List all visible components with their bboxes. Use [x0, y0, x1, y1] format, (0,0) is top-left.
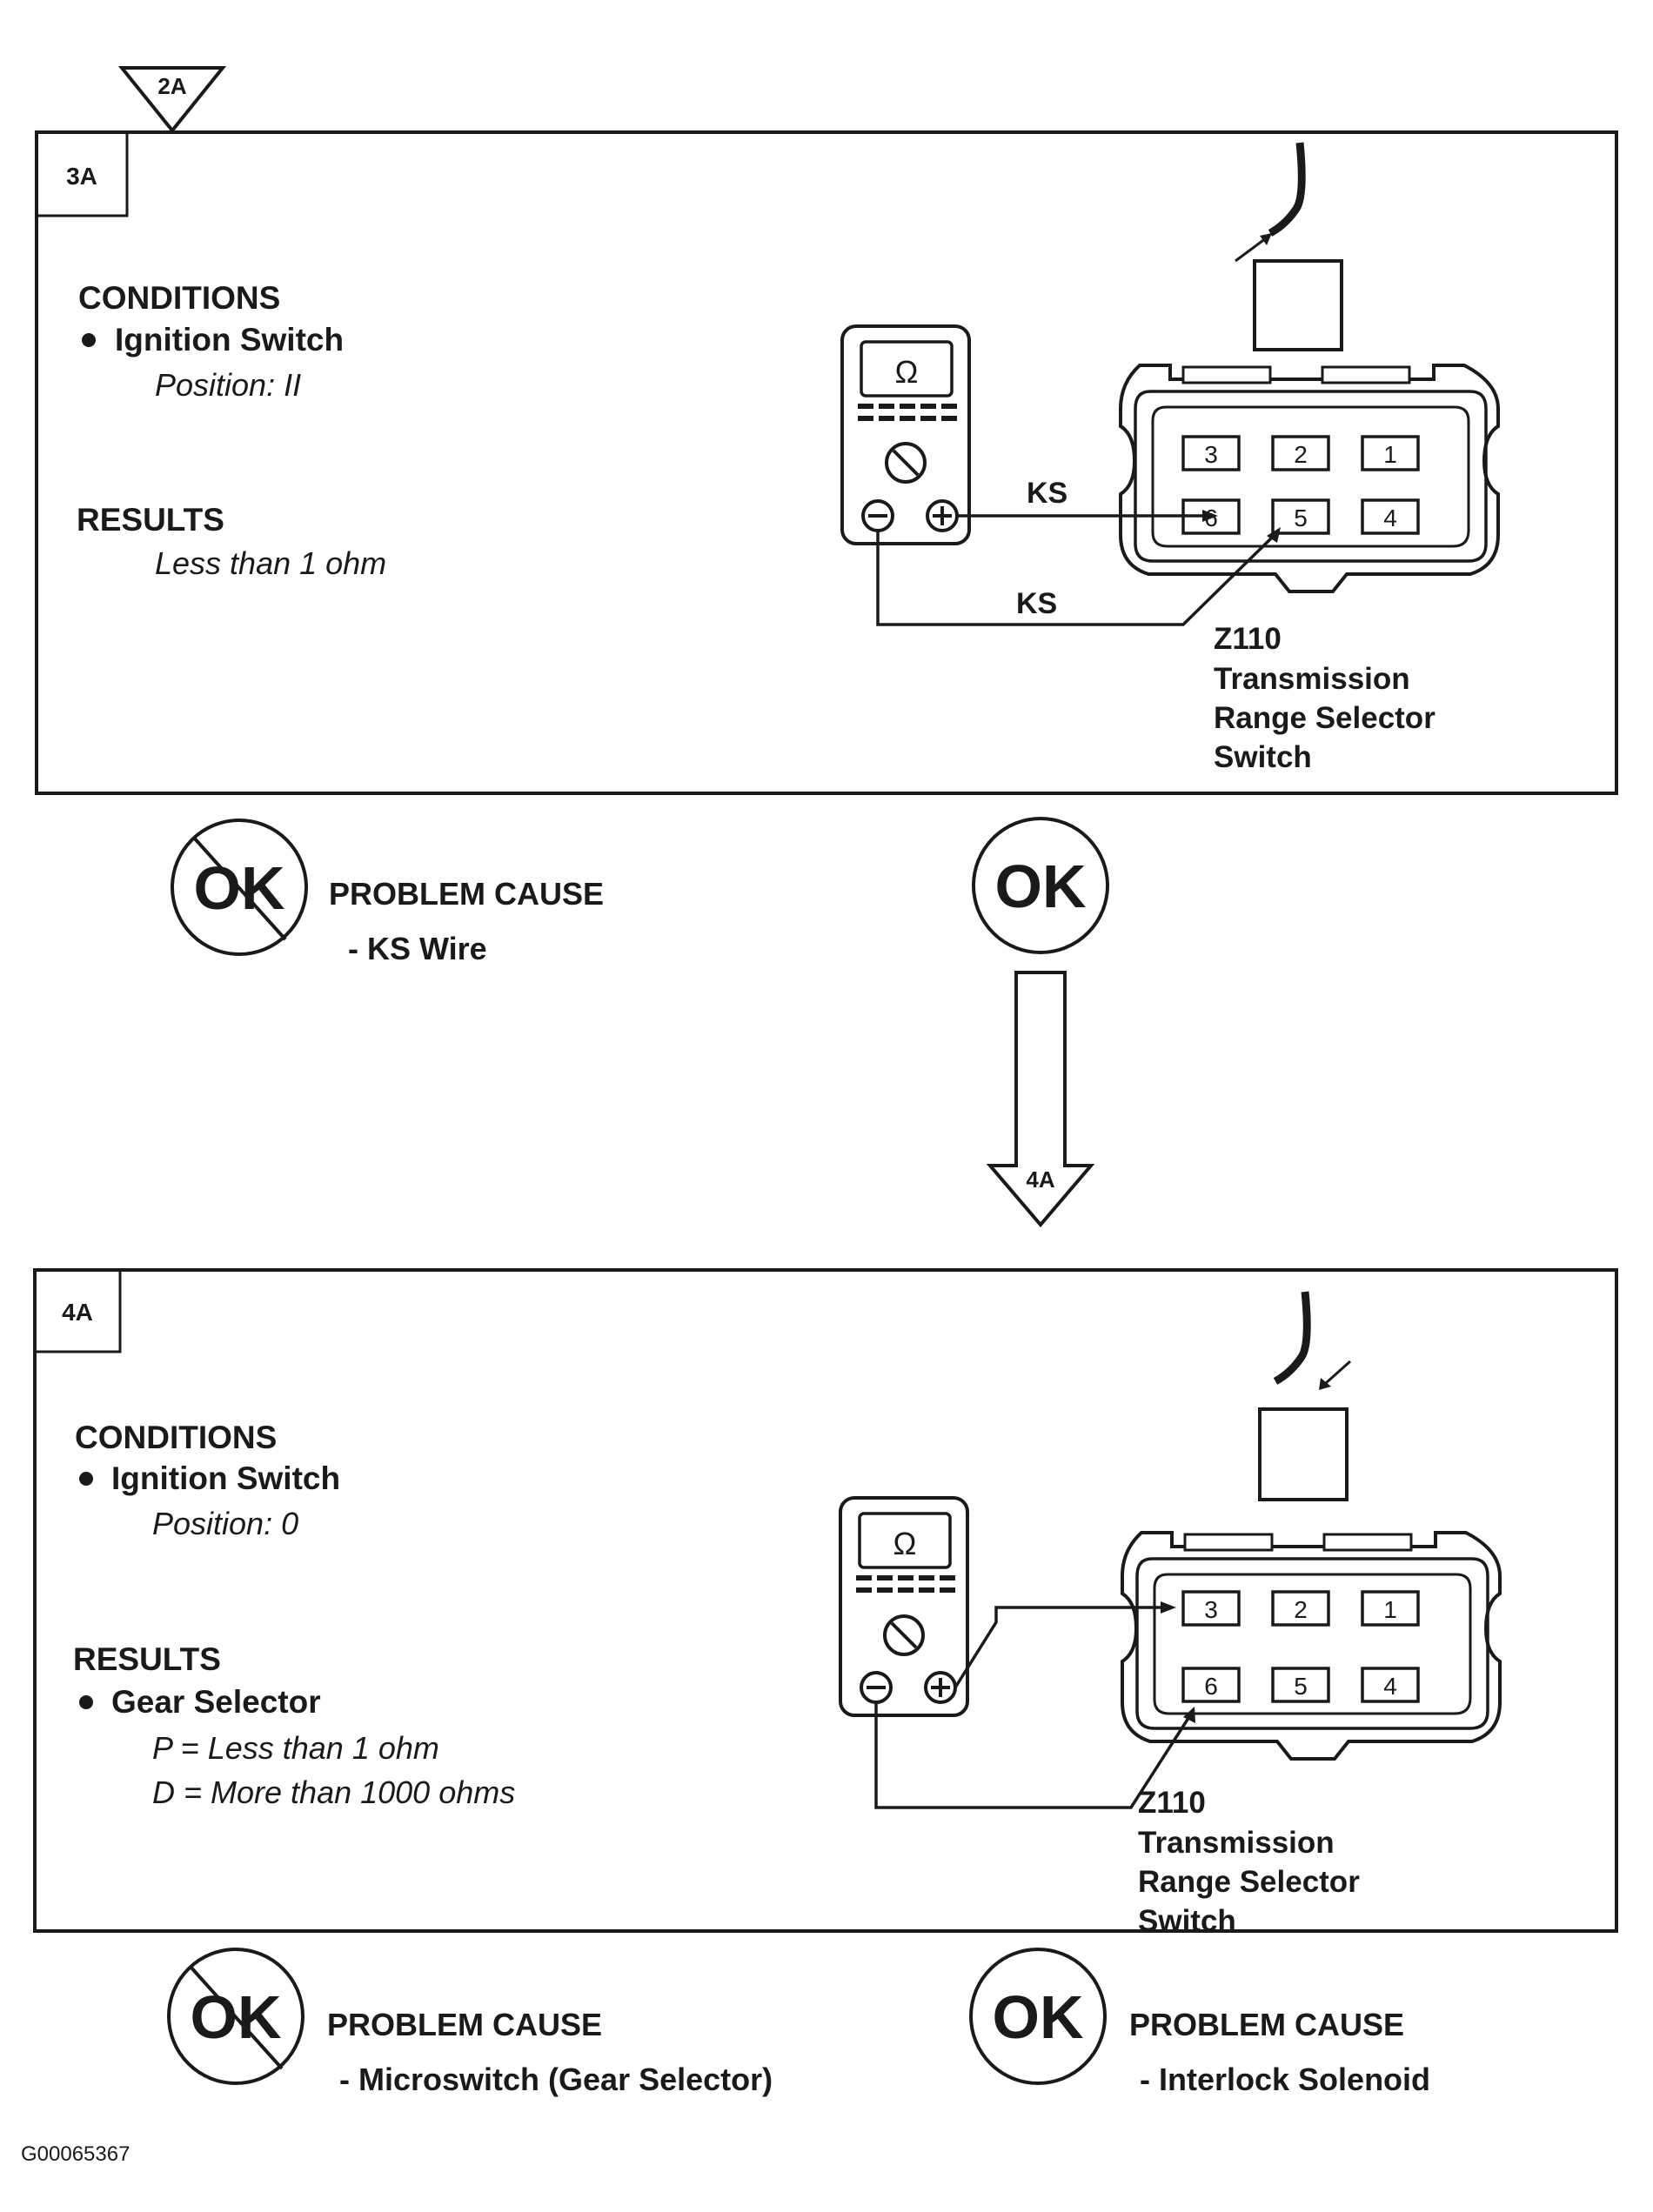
connector-pin: 6 — [1204, 505, 1218, 531]
strike-icon — [191, 835, 287, 941]
condition-item: Ignition Switch — [111, 1460, 340, 1496]
wire-harness-icon — [1235, 142, 1343, 351]
ks-wire-label: KS — [1027, 477, 1067, 510]
ok-badge-label: OK — [993, 1983, 1084, 2051]
connector-pin: 1 — [1383, 441, 1397, 468]
test-leads: KS KS — [876, 477, 1281, 626]
ohm-symbol: Ω — [893, 1526, 917, 1561]
result-detail: Less than 1 ohm — [155, 545, 386, 581]
strike-icon — [188, 1964, 284, 2070]
component-name-line: Transmission — [1214, 662, 1410, 696]
connector-pin: 6 — [1204, 1673, 1218, 1700]
problem-cause-title: PROBLEM CAUSE — [1129, 2007, 1404, 2042]
connector-z110: 3 2 1 6 5 4 — [1119, 364, 1500, 593]
result-item: Gear Selector — [111, 1684, 321, 1720]
selector-dial-icon — [885, 442, 927, 484]
connector-pin: 2 — [1294, 441, 1308, 468]
ok-badge-icon — [969, 1948, 1107, 2085]
conditions-heading: CONDITIONS — [75, 1420, 277, 1455]
step-4a-panel: 4A CONDITIONS Ignition Switch Position: … — [33, 1268, 1618, 1938]
ok-outcome: OK PROBLEM CAUSE - Interlock Solenoid — [969, 1948, 1430, 2097]
flow-arrow-4a: 4A — [986, 971, 1095, 1228]
results-heading: RESULTS — [77, 502, 224, 538]
step-id: 3A — [66, 163, 97, 190]
next-marker-label: 4A — [1026, 1166, 1054, 1193]
connector-pin: 5 — [1294, 1673, 1308, 1700]
not-ok-badge-icon — [167, 1948, 304, 2085]
bullet-icon — [79, 1695, 93, 1709]
result-d: D = More than 1000 ohms — [152, 1774, 515, 1810]
component-name-line: Switch — [1138, 1904, 1236, 1938]
ks-wire-label: KS — [1016, 587, 1057, 620]
component-name-line: Range Selector — [1138, 1865, 1360, 1899]
problem-cause-item: - Microswitch (Gear Selector) — [339, 2062, 773, 2097]
condition-item: Ignition Switch — [115, 322, 344, 358]
result-p: P = Less than 1 ohm — [152, 1730, 439, 1766]
figure-id: G00065367 — [21, 2142, 130, 2166]
connector-z110: 3 2 1 6 5 4 — [1121, 1531, 1502, 1761]
connector-plug-icon — [1258, 1407, 1348, 1501]
component-code: Z110 — [1214, 622, 1282, 656]
wire-harness-icon — [1258, 1291, 1351, 1501]
ohm-symbol: Ω — [895, 354, 919, 390]
step-3a-panel: 3A CONDITIONS Ignition Switch Position: … — [35, 130, 1618, 795]
ok-outcome: OK — [972, 817, 1109, 954]
component-name-line: Transmission — [1138, 1826, 1335, 1860]
not-ok-outcome: OK PROBLEM CAUSE - KS Wire — [171, 819, 604, 966]
condition-detail: Position: 0 — [152, 1506, 298, 1541]
connector-pin: 2 — [1294, 1596, 1308, 1623]
connector-pin: 4 — [1383, 1673, 1397, 1700]
problem-cause-item: - Interlock Solenoid — [1140, 2062, 1430, 2097]
ok-badge-icon — [972, 817, 1109, 954]
not-ok-badge-icon — [171, 819, 308, 956]
component-name-line: Range Selector — [1214, 701, 1436, 735]
selector-dial-icon — [883, 1614, 925, 1656]
ohmmeter-icon: Ω — [839, 1496, 969, 1717]
not-ok-outcome: OK PROBLEM CAUSE - Microswitch (Gear Sel… — [167, 1948, 773, 2097]
connector-pin: 4 — [1383, 505, 1397, 531]
connector-pin: 3 — [1204, 1596, 1218, 1623]
component-name-line: Switch — [1214, 740, 1312, 774]
connector-pin: 1 — [1383, 1596, 1397, 1623]
connector-plug-icon — [1253, 259, 1343, 351]
connector-pin: 3 — [1204, 441, 1218, 468]
connector-pin: 5 — [1294, 505, 1308, 531]
results-heading: RESULTS — [73, 1641, 221, 1677]
entry-marker-2a: 2A — [117, 66, 227, 134]
conditions-heading: CONDITIONS — [78, 280, 280, 316]
entry-marker-label: 2A — [157, 73, 186, 99]
problem-cause-title: PROBLEM CAUSE — [329, 876, 604, 912]
component-code: Z110 — [1138, 1786, 1206, 1820]
ohmmeter-icon: Ω — [840, 324, 971, 545]
bullet-icon — [79, 1472, 93, 1486]
problem-cause-item: - KS Wire — [348, 931, 487, 966]
condition-detail: Position: II — [155, 367, 301, 403]
problem-cause-title: PROBLEM CAUSE — [327, 2007, 602, 2042]
bullet-icon — [82, 333, 96, 347]
step-id: 4A — [62, 1299, 93, 1326]
ok-badge-label: OK — [995, 852, 1087, 920]
